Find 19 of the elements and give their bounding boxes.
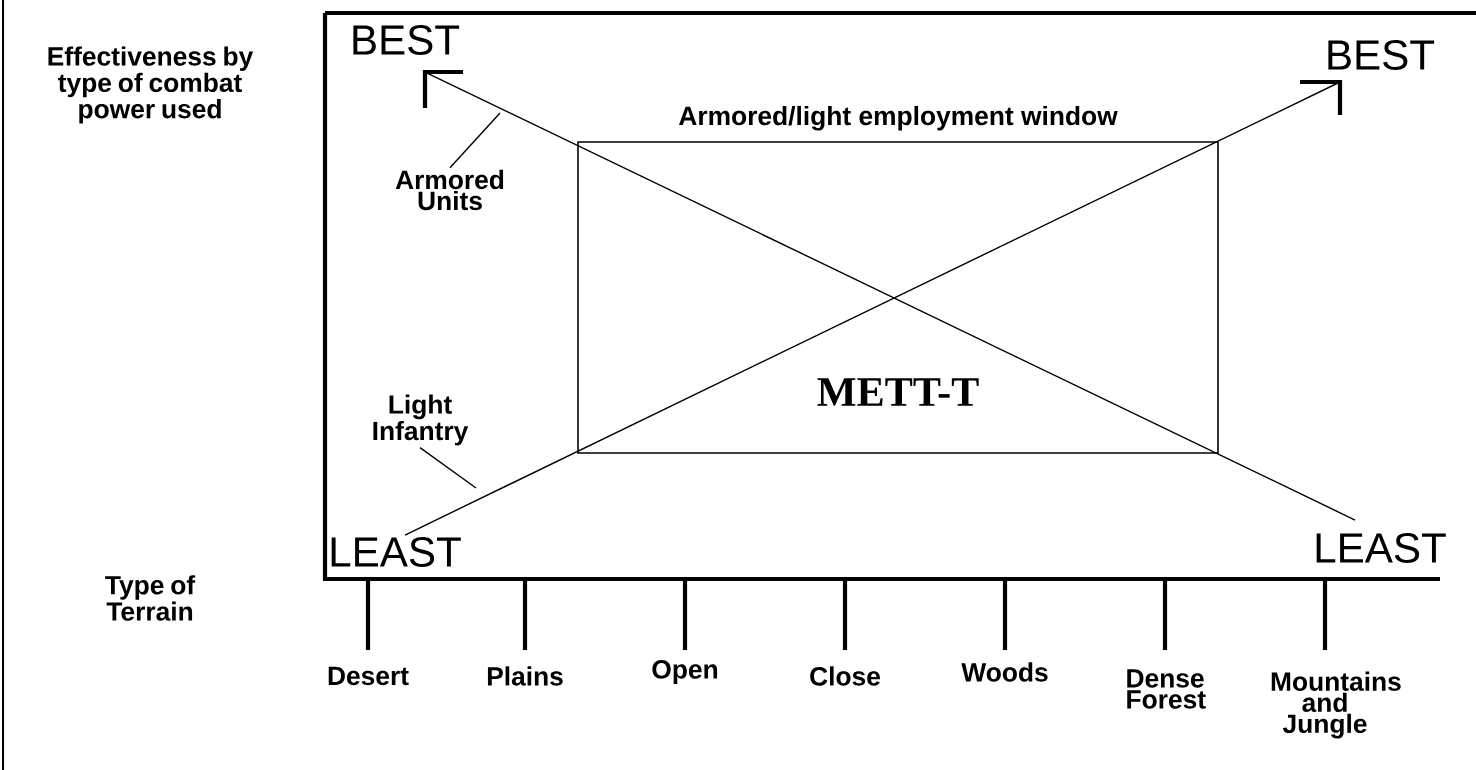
terrain-label: Mountains and Jungle	[1271, 671, 1401, 739]
scale-label: BEST	[353, 25, 460, 55]
terrain-label: Desert	[328, 666, 409, 686]
scale-label: LEAST	[1316, 533, 1446, 563]
scale-label: LEAST	[331, 537, 461, 567]
terrain-label: Plains	[487, 666, 563, 686]
axis-title: Effectiveness by type of combat power used	[48, 46, 254, 124]
unit-label: Light Infantry	[373, 394, 469, 446]
unit-label: Armored Units	[395, 169, 504, 211]
terrain-label: Close	[810, 666, 880, 686]
terrain-label: Woods	[961, 662, 1048, 682]
axis-title: Type of Terrain	[105, 575, 196, 621]
terrain-label: Open	[652, 660, 718, 684]
terrain-label: Dense Forest	[1127, 669, 1206, 709]
scale-label: BEST	[1328, 40, 1435, 70]
box-heading: Armored/light employment window	[679, 105, 1118, 131]
leader-line	[449, 112, 501, 169]
window-box: METT-T	[577, 141, 1219, 454]
leader-line	[419, 446, 477, 489]
